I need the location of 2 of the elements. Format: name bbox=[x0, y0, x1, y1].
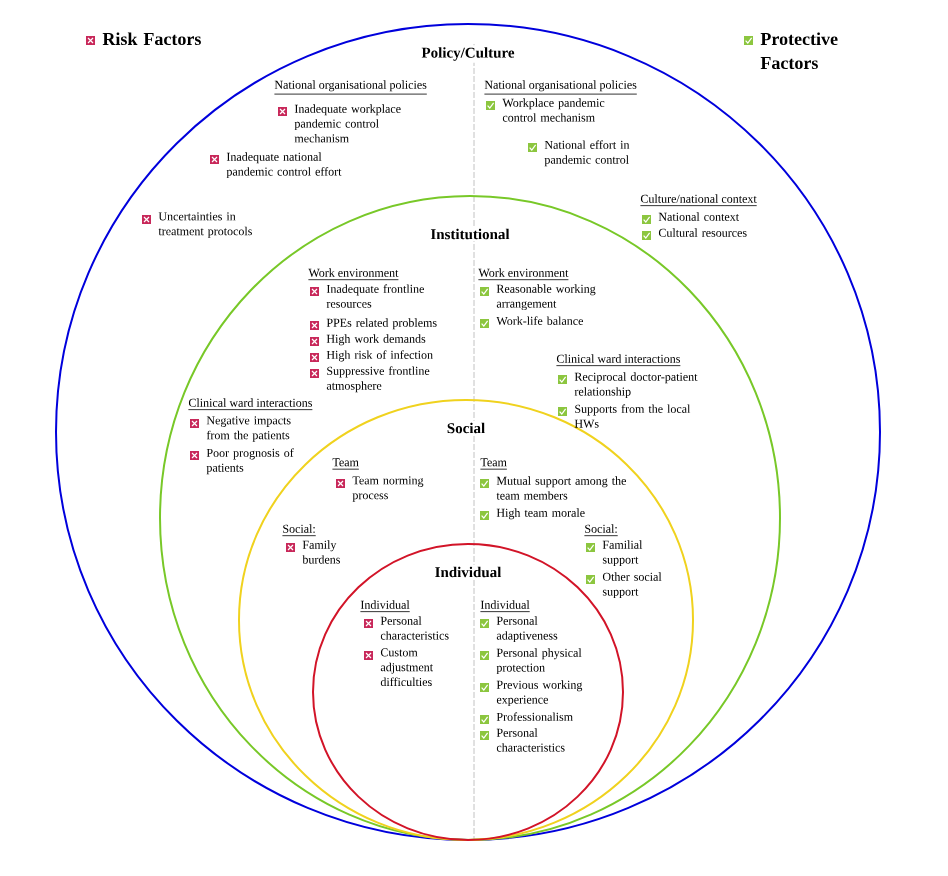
legend-label: Risk Factors bbox=[102, 32, 201, 46]
legend-label: Protective Factors bbox=[760, 32, 838, 70]
